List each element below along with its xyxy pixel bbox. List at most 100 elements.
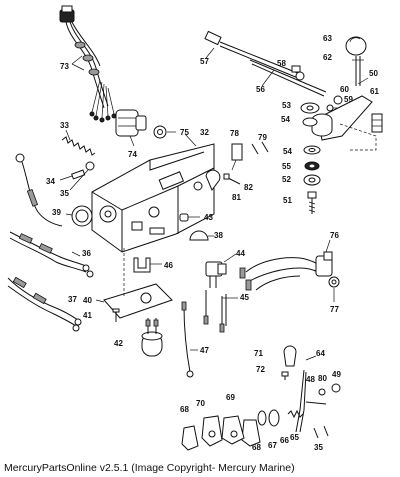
callout-36: 36 — [82, 249, 91, 258]
wiring-harness-73 — [59, 5, 117, 123]
callout-65: 65 — [290, 433, 299, 442]
callout-77: 77 — [330, 305, 339, 314]
callout-82: 82 — [244, 183, 253, 192]
clip-58 — [291, 65, 301, 73]
control-housing-32 — [91, 133, 215, 253]
callout-47: 47 — [200, 346, 209, 355]
callout-34: 34 — [46, 177, 55, 186]
knob-63 — [345, 36, 367, 56]
clamp-81 — [205, 169, 221, 191]
bolt-61 — [339, 113, 383, 151]
plug-43 — [179, 213, 200, 222]
callout-32: 32 — [200, 128, 209, 137]
callout-69: 69 — [226, 393, 235, 402]
callout-53: 53 — [282, 101, 291, 110]
bracket-78 — [231, 143, 243, 171]
callout-62: 62 — [323, 53, 332, 62]
wire-lead-37 — [7, 276, 82, 332]
screw-34 — [59, 161, 95, 191]
callout-73: 73 — [60, 62, 69, 71]
callout-68-right: 68 — [252, 443, 261, 452]
callout-80: 80 — [318, 374, 327, 383]
trim-switch-76 — [239, 239, 333, 291]
callout-39: 39 — [52, 208, 61, 217]
callout-59: 59 — [344, 95, 353, 104]
callout-74: 74 — [128, 150, 137, 159]
callout-33: 33 — [60, 121, 69, 130]
nut-49 — [331, 383, 341, 393]
ignition-switch-74 — [115, 109, 147, 147]
callout-55: 55 — [282, 162, 291, 171]
callout-52: 52 — [282, 175, 291, 184]
callout-58: 58 — [277, 59, 286, 68]
washer-60 — [333, 95, 343, 105]
handle-71 — [283, 345, 297, 367]
screw-41 — [112, 308, 120, 322]
callout-35-lower: 35 — [314, 443, 323, 452]
ground-lead-47 — [181, 301, 198, 378]
switch-44 — [205, 253, 237, 288]
callout-56: 56 — [256, 85, 265, 94]
pin-48 — [305, 401, 327, 405]
rod-62 — [352, 56, 364, 86]
plate-68-left — [181, 425, 199, 451]
callout-51: 51 — [283, 196, 292, 205]
callout-37: 37 — [68, 295, 77, 304]
callout-76: 76 — [330, 231, 339, 240]
washer-53 — [300, 102, 320, 114]
callout-72: 72 — [256, 365, 265, 374]
callout-48: 48 — [306, 375, 315, 384]
copyright-footer: MercuryPartsOnline v2.5.1 (Image Copyrig… — [4, 462, 295, 474]
callout-70: 70 — [196, 399, 205, 408]
parts-diagram: 73 57 58 63 62 60 50 56 59 61 53 54 33 7… — [7, 5, 383, 452]
callout-labels: 73 57 58 63 62 60 50 56 59 61 53 54 33 7… — [46, 34, 379, 452]
plate-40 — [95, 248, 173, 319]
nut-75 — [153, 125, 176, 139]
callout-40: 40 — [83, 296, 92, 305]
lever-50 — [311, 77, 373, 141]
washer-54-upper — [302, 117, 318, 127]
callout-35-upper: 35 — [60, 189, 69, 198]
callout-54-lower: 54 — [283, 147, 292, 156]
callout-45: 45 — [240, 293, 249, 302]
horn-42 — [141, 318, 163, 357]
screw-72 — [281, 371, 289, 380]
callout-75: 75 — [180, 128, 189, 137]
washer-66 — [268, 409, 280, 427]
callout-71: 71 — [254, 349, 263, 358]
callout-79: 79 — [258, 133, 267, 142]
callout-43: 43 — [204, 213, 213, 222]
spring-33 — [61, 129, 96, 156]
washer-67 — [257, 410, 267, 426]
cam-70 — [201, 415, 223, 447]
callout-44: 44 — [236, 249, 245, 258]
washer-80 — [318, 388, 326, 396]
spacer-54-lower — [303, 145, 321, 155]
callout-57: 57 — [200, 57, 209, 66]
wire-lead-36 — [9, 231, 94, 278]
callout-38: 38 — [214, 231, 223, 240]
nut-77 — [328, 276, 340, 302]
callout-78: 78 — [230, 129, 239, 138]
callout-41: 41 — [83, 311, 92, 320]
washer-52 — [303, 174, 321, 186]
spring-65 — [287, 409, 304, 419]
leads-45 — [203, 290, 238, 333]
gauge-39 — [65, 205, 93, 227]
lever-64 — [295, 355, 317, 433]
callout-61: 61 — [370, 87, 379, 96]
callout-68-left: 68 — [180, 405, 189, 414]
screws-79 — [251, 141, 269, 155]
shaft-57 — [204, 30, 301, 79]
knob-38 — [189, 230, 214, 241]
callout-63: 63 — [323, 34, 332, 43]
callout-64: 64 — [316, 349, 325, 358]
cam-69 — [221, 415, 245, 445]
wire-lead-left — [15, 153, 63, 227]
callout-67: 67 — [268, 441, 277, 450]
bracket-46 — [133, 257, 162, 273]
callout-81: 81 — [232, 193, 241, 202]
callout-46: 46 — [164, 261, 173, 270]
callout-66: 66 — [280, 436, 289, 445]
callout-60: 60 — [340, 85, 349, 94]
